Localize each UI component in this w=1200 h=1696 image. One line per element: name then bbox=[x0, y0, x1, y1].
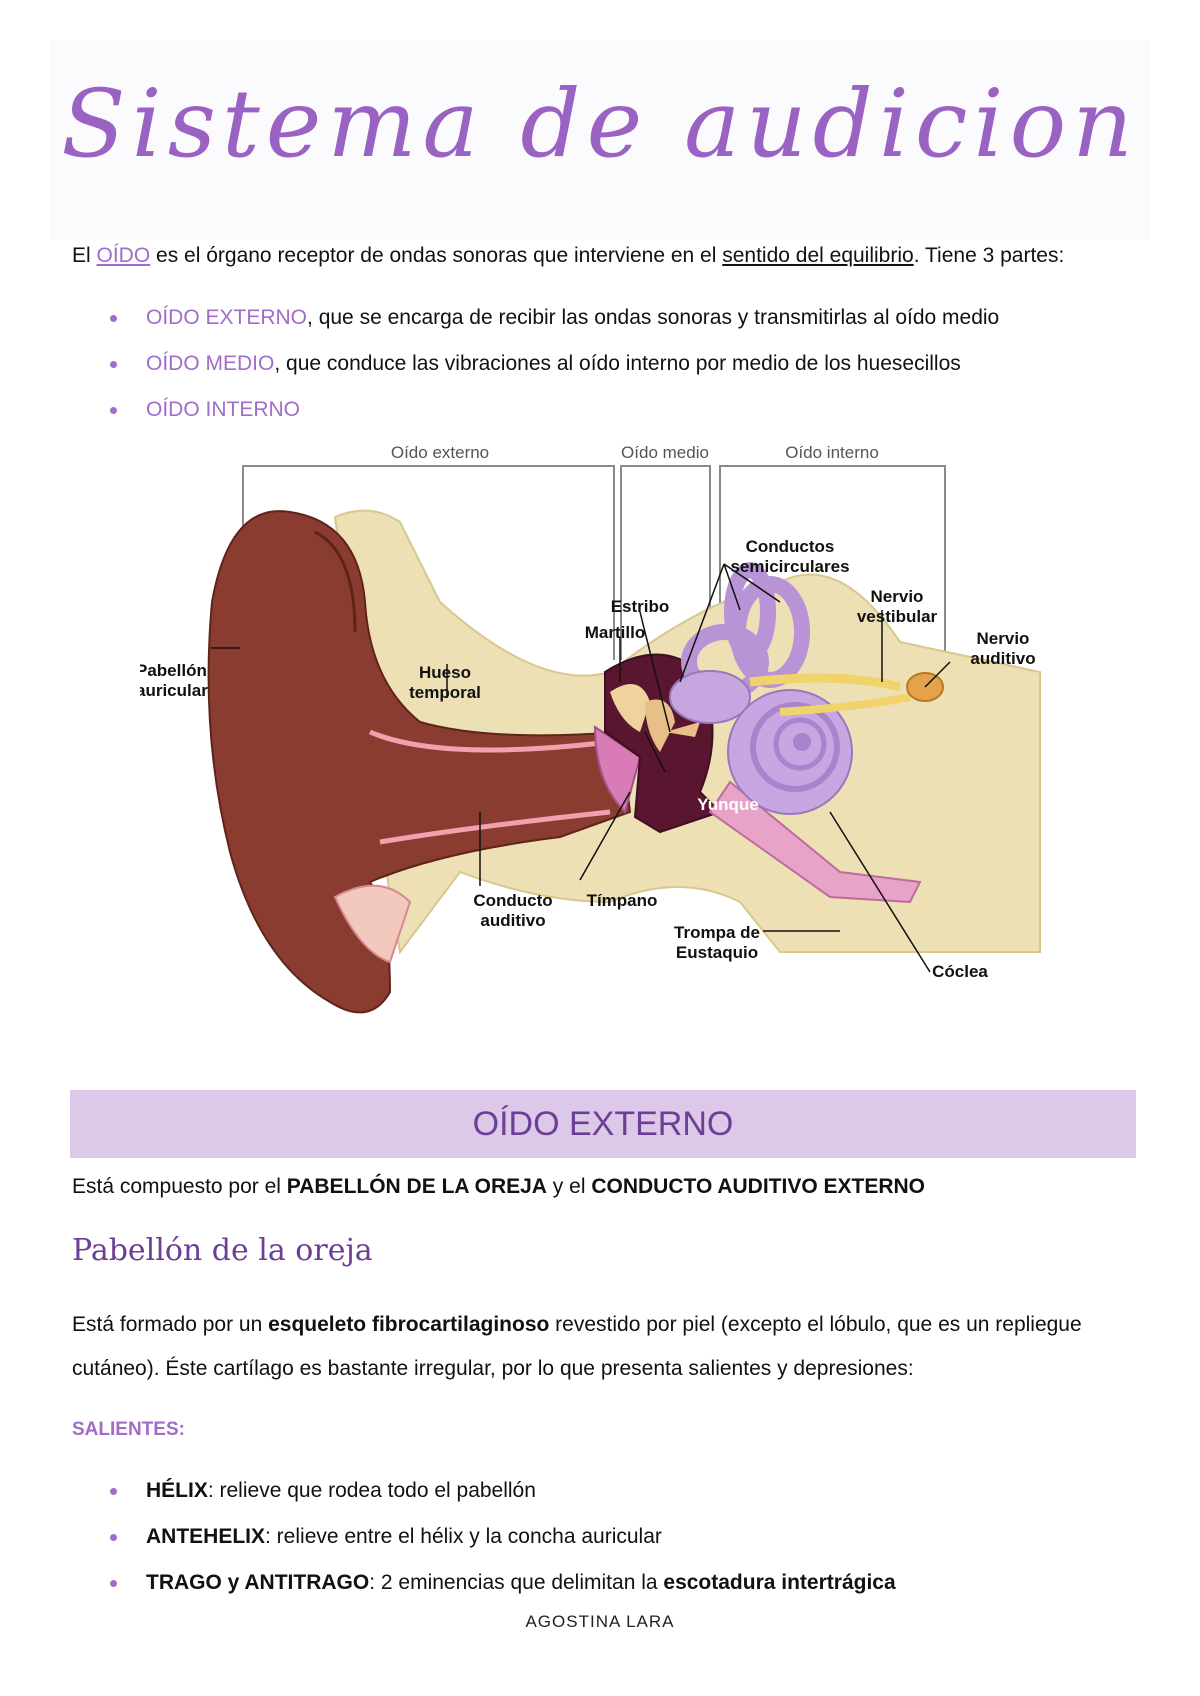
intro-text-3: . Tiene 3 partes: bbox=[913, 244, 1065, 267]
semicircular-canal-3 bbox=[724, 562, 776, 662]
list-item: ANTEHELIX: relieve entre el hélix y la c… bbox=[110, 1522, 896, 1568]
saliente-text: : relieve que rodea todo el pabellón bbox=[207, 1479, 536, 1502]
label-pabellon-2: auricular bbox=[140, 681, 208, 700]
label-hueso: Hueso bbox=[419, 663, 471, 682]
region-label-externo: Oído externo bbox=[391, 443, 489, 462]
description-bold: esqueleto fibrocartilaginoso bbox=[268, 1313, 550, 1336]
leader-estribo bbox=[639, 611, 671, 733]
label-auditivo-2: auditivo bbox=[970, 649, 1035, 668]
ear-fold bbox=[314, 530, 357, 633]
composition-text-1: Está compuesto por el bbox=[72, 1175, 287, 1198]
label-vestibular: Nervio bbox=[871, 587, 924, 606]
region-label-interno: Oído interno bbox=[785, 443, 879, 462]
cochlea-center bbox=[793, 733, 811, 751]
cochlea-spiral-2 bbox=[773, 717, 827, 771]
bracket-externo bbox=[242, 465, 615, 660]
salientes-heading: SALIENTES: bbox=[72, 1419, 185, 1440]
label-conducto: Conducto bbox=[473, 891, 552, 910]
canal-lining-top bbox=[369, 729, 611, 753]
cochlea-spiral-1 bbox=[750, 702, 840, 792]
auditory-nerve bbox=[779, 693, 911, 716]
leader-conductos-2 bbox=[723, 563, 741, 611]
part-label: OÍDO MEDIO bbox=[146, 352, 275, 375]
saliente-text: : 2 eminencias que delimitan la bbox=[369, 1571, 664, 1594]
footer-author: AGOSTINA LARA bbox=[525, 1612, 675, 1631]
title-band bbox=[50, 40, 1150, 240]
bracket-medio bbox=[620, 465, 711, 710]
label-pabellon: Pabellón bbox=[140, 661, 207, 680]
vestibular-nerve bbox=[749, 673, 902, 692]
composition-bold-1: PABELLÓN DE LA OREJA bbox=[286, 1175, 547, 1198]
vestibule bbox=[669, 670, 751, 724]
list-item: OÍDO INTERNO bbox=[109, 395, 999, 441]
saliente-term: HÉLIX bbox=[146, 1479, 208, 1502]
label-yunque: Yunque bbox=[697, 795, 758, 814]
intro-text-1: El bbox=[72, 244, 97, 267]
parts-list: OÍDO EXTERNO, que se encarga de recibir … bbox=[72, 303, 999, 441]
composition-paragraph: Está compuesto por el PABELLÓN DE LA ORE… bbox=[72, 1172, 925, 1202]
saliente-term: ANTEHELIX bbox=[146, 1525, 266, 1548]
salientes-list: HÉLIX: relieve que rodea todo el pabelló… bbox=[72, 1476, 896, 1614]
composition-text-2: y el bbox=[546, 1175, 592, 1198]
label-auditivo: Nervio bbox=[977, 629, 1030, 648]
subheading: Pabellón de la oreja bbox=[72, 1233, 373, 1268]
saliente-bold-tail: escotadura intertrágica bbox=[663, 1571, 896, 1594]
leader-coclea bbox=[829, 811, 931, 973]
part-text: , que conduce las vibraciones al oído in… bbox=[274, 352, 961, 375]
region-label-medio: Oído medio bbox=[621, 443, 709, 462]
label-trompa-2: Eustaquio bbox=[676, 943, 758, 962]
saliente-text: : relieve entre el hélix y la concha aur… bbox=[265, 1525, 662, 1548]
description-line-2: cutáneo). Éste cartílago es bastante irr… bbox=[72, 1357, 914, 1380]
label-conductos: Conductos bbox=[746, 537, 835, 556]
ossicle-malleus bbox=[610, 684, 650, 732]
saliente-term: TRAGO y ANTITRAGO bbox=[146, 1571, 370, 1594]
label-martillo: Martillo bbox=[585, 623, 645, 642]
oido-link: OÍDO bbox=[96, 244, 151, 267]
list-item: OÍDO EXTERNO, que se encarga de recibir … bbox=[109, 303, 1000, 349]
label-timpano: Tímpano bbox=[587, 891, 658, 910]
page-title: Sistema de audicion bbox=[61, 70, 1139, 179]
leader-yunque bbox=[644, 731, 666, 773]
description-text-1: Está formado por un bbox=[72, 1313, 269, 1336]
part-label: OÍDO EXTERNO bbox=[146, 306, 308, 329]
description-line-1: Está formado por un esqueleto fibrocarti… bbox=[72, 1310, 1082, 1340]
label-vestibular-2: vestibular bbox=[857, 607, 938, 626]
leader-conductos-3 bbox=[723, 563, 781, 603]
section-banner: OÍDO EXTERNO bbox=[70, 1090, 1136, 1158]
label-conducto-2: auditivo bbox=[480, 911, 545, 930]
part-label: OÍDO INTERNO bbox=[146, 398, 301, 421]
ossicle-stapes bbox=[665, 722, 700, 737]
ear-anatomy-diagram: Oído externo Oído medio Oído interno bbox=[140, 443, 1041, 1014]
eustachian-tube bbox=[708, 780, 922, 904]
label-hueso-2: temporal bbox=[409, 683, 481, 702]
label-conductos-2: semicirculares bbox=[730, 557, 849, 576]
lobe-cartilage bbox=[333, 884, 412, 964]
label-estribo: Estribo bbox=[611, 597, 670, 616]
bracket-interno bbox=[719, 465, 946, 710]
intro-text-2: es el órgano receptor de ondas sonoras q… bbox=[150, 244, 723, 267]
ossicle-incus bbox=[645, 699, 675, 752]
list-item: OÍDO MEDIO, que conduce las vibraciones … bbox=[109, 349, 999, 395]
leader-timpano bbox=[579, 791, 631, 881]
part-text: , que se encarga de recibir las ondas so… bbox=[307, 306, 1000, 329]
list-item: HÉLIX: relieve que rodea todo el pabelló… bbox=[110, 1476, 896, 1522]
leader-auditivo bbox=[924, 661, 951, 688]
sentido-equilibrio: sentido del equilibrio bbox=[722, 244, 914, 267]
list-item: TRAGO y ANTITRAGO: 2 eminencias que deli… bbox=[110, 1568, 896, 1614]
composition-bold-2: CONDUCTO AUDITIVO EXTERNO bbox=[591, 1175, 926, 1198]
description-text-2: revestido por piel (excepto el lóbulo, q… bbox=[549, 1313, 1082, 1336]
label-trompa: Trompa de bbox=[674, 923, 760, 942]
intro-paragraph: El OÍDO es el órgano receptor de ondas s… bbox=[72, 241, 1064, 271]
canal-lining-bottom bbox=[379, 809, 611, 845]
label-coclea: Cóclea bbox=[932, 962, 988, 981]
leader-conductos-1 bbox=[679, 563, 725, 683]
eardrum bbox=[593, 725, 642, 814]
